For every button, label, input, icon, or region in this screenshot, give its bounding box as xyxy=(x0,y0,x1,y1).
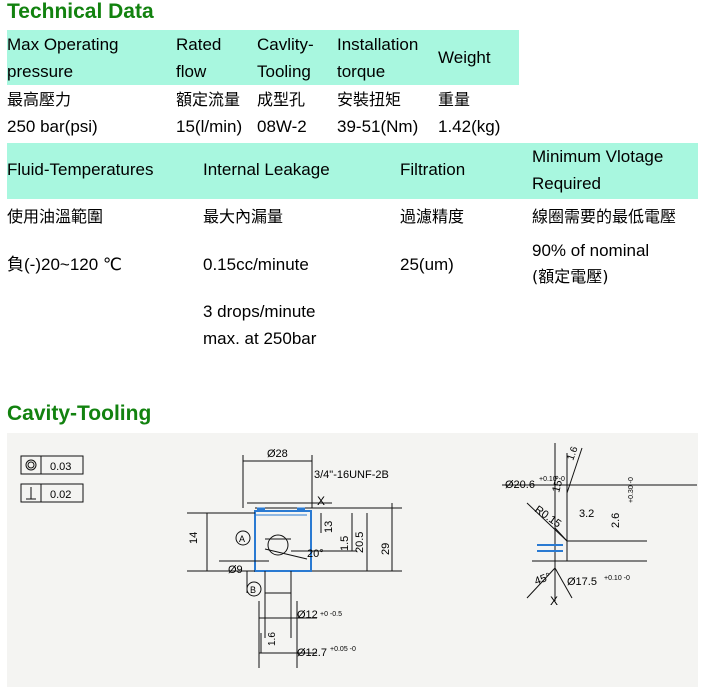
table1-cn-max-pressure: 最高壓力 xyxy=(7,90,72,109)
dim-depth-14: 14 xyxy=(188,532,200,544)
tol-diameter-12: +0 -0.5 xyxy=(320,611,342,618)
table2-cn-fluid-temp: 使用油溫範圍 xyxy=(7,207,104,226)
tolerance-value-1: 0.03 xyxy=(50,461,71,473)
perpendicularity-tolerance-frame xyxy=(20,483,84,503)
table2-cn-voltage: 線圈需要的最低電壓 xyxy=(532,207,677,226)
dim-diameter-12-7: Ø12.7 xyxy=(297,647,327,659)
section-title-cavity-tooling: Cavity-Tooling xyxy=(7,402,152,425)
point-x-label: X xyxy=(317,494,325,508)
tol-diameter-20-6: +0.10 -0 xyxy=(539,476,565,483)
dim-3-2: 3.2 xyxy=(579,508,594,520)
table2-header-fluid-temp: Fluid-Temperatures xyxy=(7,160,154,179)
table2-value-voltage: 90% of nominal xyxy=(532,241,650,260)
dim-diameter-12: Ø12 xyxy=(297,609,318,621)
datum-b-marker xyxy=(246,581,262,597)
dim-2-6: 2.6 xyxy=(610,513,622,528)
table1-header-band xyxy=(7,30,519,85)
datum-a-marker xyxy=(235,530,251,546)
datum-a-label: A xyxy=(239,534,245,544)
table1-value-weight: 1.42(kg) xyxy=(438,117,501,136)
dim-depth-29: 29 xyxy=(380,543,392,555)
table2-header-filtration: Filtration xyxy=(400,160,466,179)
table2-value-leakage-drops: 3 drops/minute xyxy=(203,302,316,321)
section-title-technical-data: Technical Data xyxy=(7,0,154,23)
table2-value-fluid-temp: 負(-)20~120 ℃ xyxy=(7,255,122,274)
tolerance-value-2: 0.02 xyxy=(50,489,71,501)
table1-value-rated-flow: 15(l/min) xyxy=(176,117,243,136)
tol-diameter-17-5: +0.10 -0 xyxy=(604,575,630,582)
detail-x-label: X xyxy=(550,594,558,608)
table1-cn-rated-flow: 額定流量 xyxy=(176,90,241,109)
dim-depth-1-5: 1.5 xyxy=(339,536,351,551)
table2-cn-leakage: 最大內漏量 xyxy=(203,207,284,226)
dim-diameter-9: Ø9 xyxy=(228,564,243,576)
concentricity-tolerance-frame xyxy=(20,455,84,475)
table1-value-max-pressure: 250 bar(psi) xyxy=(7,117,98,136)
table1-header-cavity-tooling: Cavlity-Tooling xyxy=(257,35,314,81)
table1-cn-weight: 重量 xyxy=(438,90,471,109)
dim-diameter-17-5: Ø17.5 xyxy=(567,576,597,588)
table2-cn-filtration: 過濾精度 xyxy=(400,207,465,226)
dim-radius-0-15: R0.15 xyxy=(532,504,563,531)
angle-45: 45° xyxy=(533,571,553,588)
table1-cn-torque: 安裝扭矩 xyxy=(337,90,402,109)
datum-b-label: B xyxy=(250,585,256,595)
angle-15: 15° xyxy=(550,475,566,494)
tol-diameter-12-7: +0.05 -0 xyxy=(330,646,356,653)
table1-value-cavity: 08W-2 xyxy=(257,117,307,136)
dim-1-6-left: 1.6 xyxy=(267,632,278,646)
table2-value-leakage: 0.15cc/minute xyxy=(203,255,309,274)
dim-depth-13: 13 xyxy=(323,521,335,533)
table2-header-band xyxy=(7,143,698,199)
dim-diameter-20-6: Ø20.6 xyxy=(505,479,535,491)
tol-2-6: +0.30 -0 xyxy=(628,477,635,503)
dim-1-6-right: 1.6 xyxy=(565,445,580,462)
table2-value-leakage-max: max. at 250bar xyxy=(203,329,317,348)
cavity-drawing-svg: 0.03 0.02 Ø28 xyxy=(20,443,697,668)
table1-header-weight: Weight xyxy=(438,48,491,67)
dim-bore-diameter-28: Ø28 xyxy=(267,448,288,460)
table2-value-filtration: 25(um) xyxy=(400,255,454,274)
table2-header-internal-leakage: Internal Leakage xyxy=(203,160,330,179)
thread-spec: 3/4"-16UNF-2B xyxy=(314,469,389,481)
cavity-tooling-drawing: 0.03 0.02 Ø28 xyxy=(7,433,698,687)
cavity-section-view xyxy=(187,455,402,668)
dim-depth-20-5: 20.5 xyxy=(354,532,366,553)
table2-value-voltage-note: (額定電壓) xyxy=(532,267,609,286)
detail-view-x xyxy=(502,443,697,601)
angle-20: 20° xyxy=(307,548,324,560)
table1-value-torque: 39-51(Nm) xyxy=(337,117,419,136)
table1-cn-cavity: 成型孔 xyxy=(257,90,306,109)
